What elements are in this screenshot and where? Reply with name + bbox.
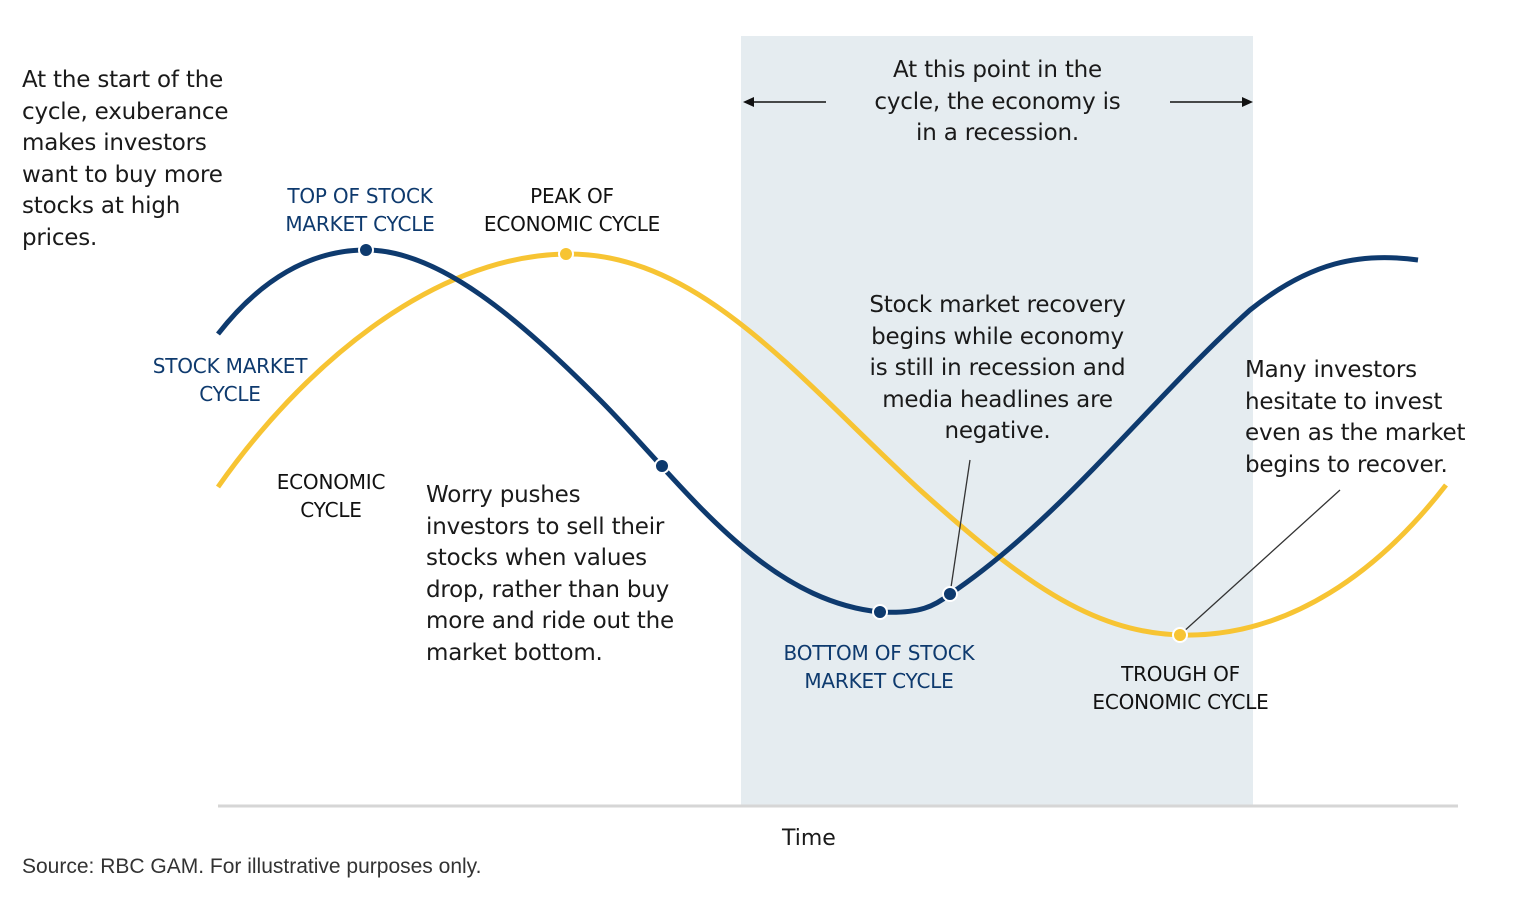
- label-top-stock: TOP OF STOCK MARKET CYCLE: [285, 184, 435, 236]
- note-start-cycle: At the start of the cycle, exuberance ma…: [22, 67, 229, 251]
- stock-market-cycle-line: [216, 247, 1419, 615]
- label-peak-economic: PEAK OF ECONOMIC CYCLE: [483, 184, 661, 236]
- hesitate-leader-line: [1181, 489, 1341, 634]
- top-stock-point: [358, 242, 374, 258]
- peak-economic-point: [558, 246, 574, 262]
- left-arrow-icon: [743, 97, 826, 107]
- recovery-leader-line: [949, 459, 971, 595]
- note-hesitate: Many investors hesitate to invest even a…: [1245, 357, 1466, 478]
- label-stock-market-cycle: STOCK MARKET CYCLE: [152, 354, 308, 406]
- trough-economic-point: [1172, 627, 1188, 643]
- bottom-stock-point: [872, 604, 888, 620]
- source-note: Source: RBC GAM. For illustrative purpos…: [22, 855, 482, 878]
- label-trough-economic: TROUGH OF ECONOMIC CYCLE: [1092, 662, 1269, 714]
- right-arrow-icon: [1170, 97, 1253, 107]
- note-worry: Worry pushes investors to sell their sto…: [426, 482, 674, 666]
- note-recession: At this point in the cycle, the economy …: [874, 57, 1121, 146]
- worry-point: [654, 458, 670, 474]
- label-bottom-stock: BOTTOM OF STOCK MARKET CYCLE: [783, 641, 975, 693]
- recovery-point: [942, 586, 958, 602]
- economic-cycle-line: [215, 251, 1448, 638]
- recession-band: [741, 36, 1253, 806]
- label-economic-cycle: ECONOMIC CYCLE: [276, 470, 386, 522]
- x-axis-label: Time: [782, 826, 836, 851]
- note-recovery: Stock market recovery begins while econo…: [869, 292, 1126, 444]
